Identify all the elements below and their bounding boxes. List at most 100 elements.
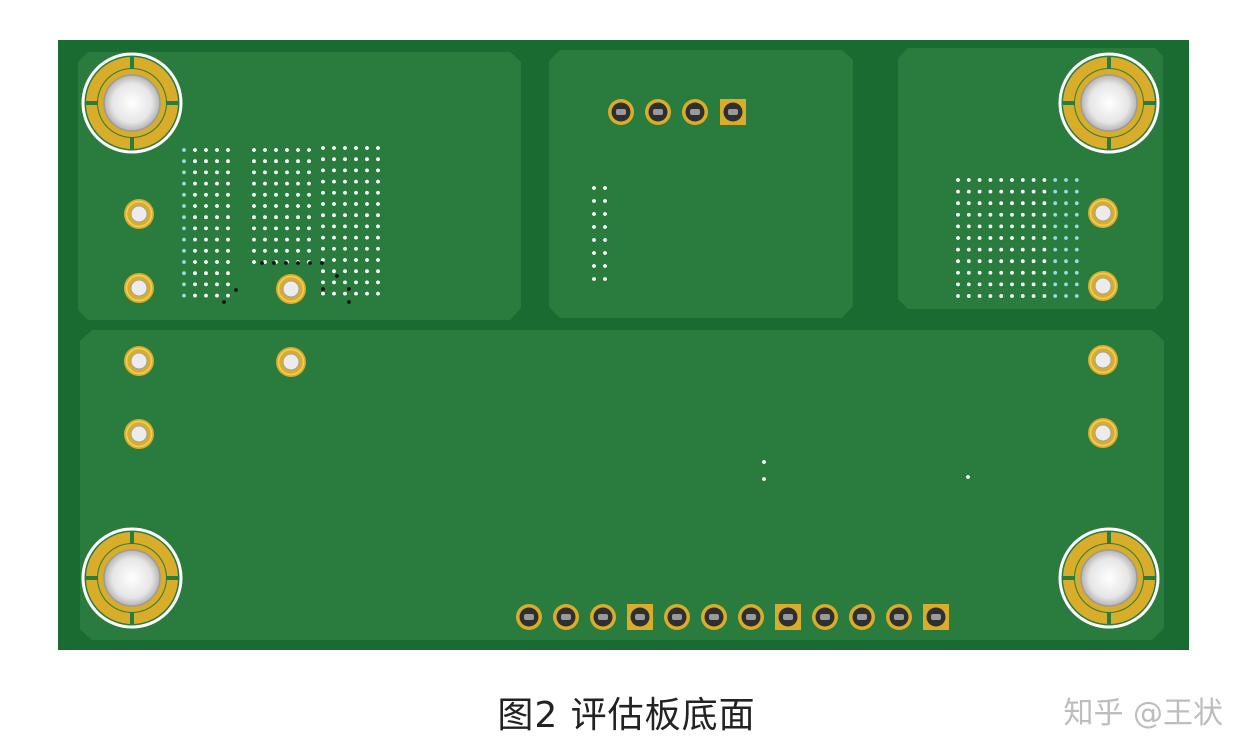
via: [603, 225, 607, 229]
via: [343, 246, 347, 251]
via: [956, 201, 960, 206]
via: [226, 237, 230, 242]
via: [603, 212, 607, 216]
via: [307, 248, 311, 253]
via: [603, 251, 607, 255]
via: [193, 181, 197, 186]
via: [285, 248, 289, 253]
through-hole-pad: [276, 274, 306, 304]
via: [182, 181, 186, 186]
via: [956, 282, 960, 287]
via: [1074, 282, 1079, 287]
via: [285, 237, 289, 242]
via: [1053, 224, 1058, 229]
via: [193, 192, 197, 197]
via: [1010, 259, 1014, 264]
via: [354, 168, 358, 173]
via: [296, 148, 300, 152]
through-hole-pads: [124, 198, 1118, 449]
via: [977, 224, 982, 229]
via: [285, 148, 289, 152]
via: [365, 269, 369, 274]
via: [343, 291, 347, 296]
via: [1064, 201, 1068, 206]
via: [347, 300, 351, 304]
via: [321, 280, 325, 285]
via: [977, 247, 982, 252]
via: [592, 264, 596, 268]
header-pad: [682, 99, 708, 125]
via: [252, 260, 256, 264]
via: [1042, 178, 1047, 182]
via: [182, 215, 186, 220]
via: [284, 261, 288, 265]
via: [296, 192, 300, 197]
via: [988, 259, 993, 264]
via: [343, 258, 347, 262]
via: [1031, 189, 1036, 194]
mounting-hole: [1058, 527, 1160, 629]
via: [1031, 236, 1036, 240]
via: [285, 192, 289, 197]
via: [226, 226, 230, 231]
via: [365, 190, 369, 195]
via: [999, 189, 1004, 194]
via: [966, 201, 971, 206]
via: [182, 192, 186, 197]
header-pad: [664, 604, 690, 630]
figure-caption: 图2 评估板底面: [497, 695, 756, 736]
via: [285, 181, 289, 186]
via: [226, 181, 230, 186]
via: [966, 178, 971, 182]
via: [354, 213, 358, 218]
via: [376, 280, 380, 285]
via: [1020, 212, 1025, 217]
via: [285, 226, 289, 231]
via: [215, 181, 219, 186]
via: [956, 178, 960, 182]
via: [307, 204, 311, 208]
header-pad: [553, 604, 579, 630]
via: [1031, 178, 1036, 182]
via: [285, 170, 289, 175]
via: [307, 181, 311, 186]
via: [263, 148, 267, 152]
via: [999, 270, 1004, 275]
via: [332, 235, 336, 240]
via: [321, 235, 325, 240]
via: [1064, 270, 1068, 275]
via: [966, 189, 971, 194]
via: [321, 157, 325, 162]
via: [296, 261, 300, 265]
via: [274, 192, 278, 197]
header-pad: [738, 604, 764, 630]
via: [1053, 201, 1058, 206]
via: [263, 248, 267, 253]
via: [343, 190, 347, 195]
via: [376, 146, 380, 150]
via: [296, 237, 300, 242]
via: [263, 192, 267, 197]
via: [1042, 189, 1047, 194]
via: [332, 190, 336, 195]
via: [1042, 294, 1047, 298]
via: [332, 269, 336, 274]
via: [274, 159, 278, 164]
via: [182, 226, 186, 231]
via: [988, 270, 993, 275]
through-hole-pad: [124, 419, 154, 449]
via: [204, 181, 208, 186]
through-hole-pad: [276, 347, 306, 377]
via: [988, 189, 993, 194]
via: [204, 293, 208, 298]
via: [343, 202, 347, 206]
via: [1074, 212, 1079, 217]
via: [1042, 282, 1047, 287]
via: [1042, 247, 1047, 252]
via: [343, 213, 347, 218]
via: [977, 236, 982, 240]
via: [274, 204, 278, 208]
via: [376, 179, 380, 184]
via: [354, 224, 358, 229]
via: [285, 215, 289, 220]
